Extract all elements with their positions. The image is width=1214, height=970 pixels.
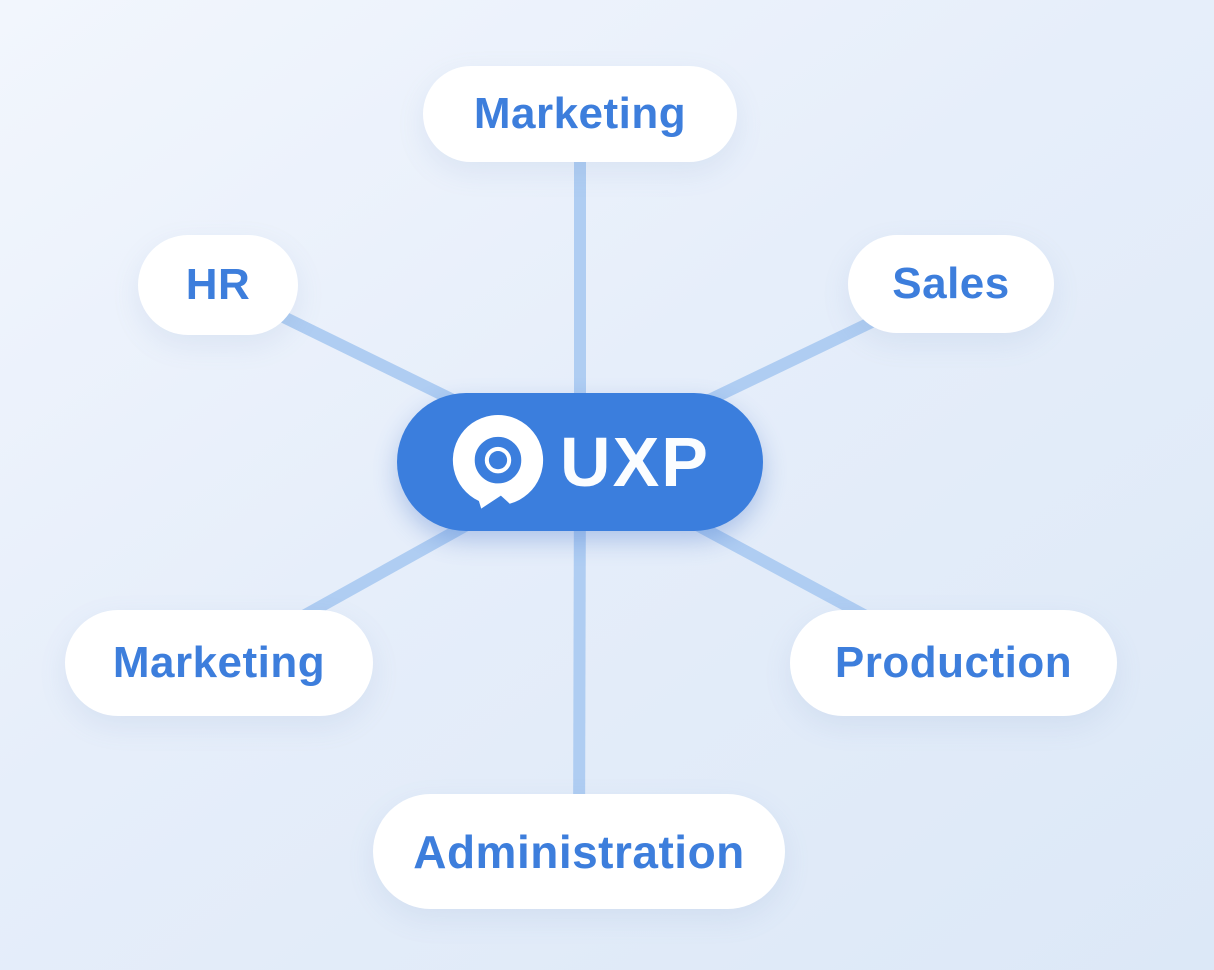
node-hr[interactable]: HR [138, 235, 298, 335]
node-marketing-top[interactable]: Marketing [423, 66, 737, 162]
node-marketing-lower[interactable]: Marketing [65, 610, 373, 716]
node-label: Production [834, 638, 1073, 687]
node-administration[interactable]: Administration [373, 794, 785, 909]
node-label: Administration [413, 825, 745, 878]
center-node-label: UXP [560, 423, 710, 501]
node-label: Sales [892, 259, 1010, 308]
center-node-uxp[interactable]: UXP [397, 393, 763, 531]
node-label: Marketing [112, 638, 326, 687]
node-sales[interactable]: Sales [848, 235, 1054, 333]
uxp-target-speech-bubble-logo-icon [452, 415, 544, 509]
node-label: HR [185, 260, 251, 309]
node-label: Marketing [473, 89, 687, 138]
node-production[interactable]: Production [790, 610, 1117, 716]
